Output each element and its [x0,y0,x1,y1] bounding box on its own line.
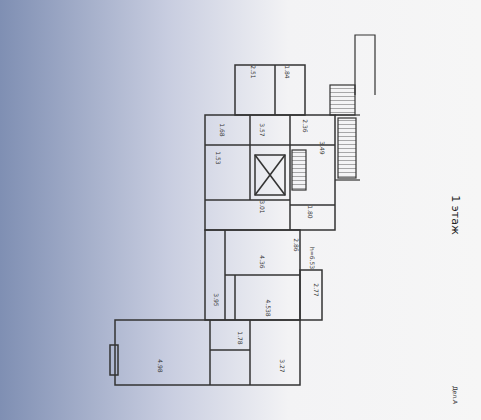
dimension-label: 3.95 [213,293,219,306]
dimension-label: 2.77 [313,283,319,296]
dimension-label: 4.98 [157,359,163,372]
floor-title: 1 этаж [450,195,461,235]
dimension-label: 2.51 [250,65,256,78]
dimension-label: 1.68 [219,123,225,136]
dimension-label: 2.36 [302,119,308,132]
dimension-label: 1.84 [284,65,290,78]
dimension-label: 1.78 [237,331,243,344]
dimension-label: 3.49 [319,141,325,154]
dimension-label: 4.538 [265,299,271,316]
dimension-label: 2.86 [293,238,299,251]
dimension-label: 1.80 [307,205,313,218]
dimension-label: 3.57 [259,123,265,136]
dimension-label: 4.36 [259,255,265,268]
stairs [292,35,375,190]
dimension-label: 1.53 [215,151,221,164]
dimension-label: Дел.А [452,386,458,404]
dimension-label: h=6.53 [309,247,315,269]
dimension-label: 3.01 [259,200,265,213]
dimension-label: 3.27 [279,359,285,372]
walls [110,65,335,385]
